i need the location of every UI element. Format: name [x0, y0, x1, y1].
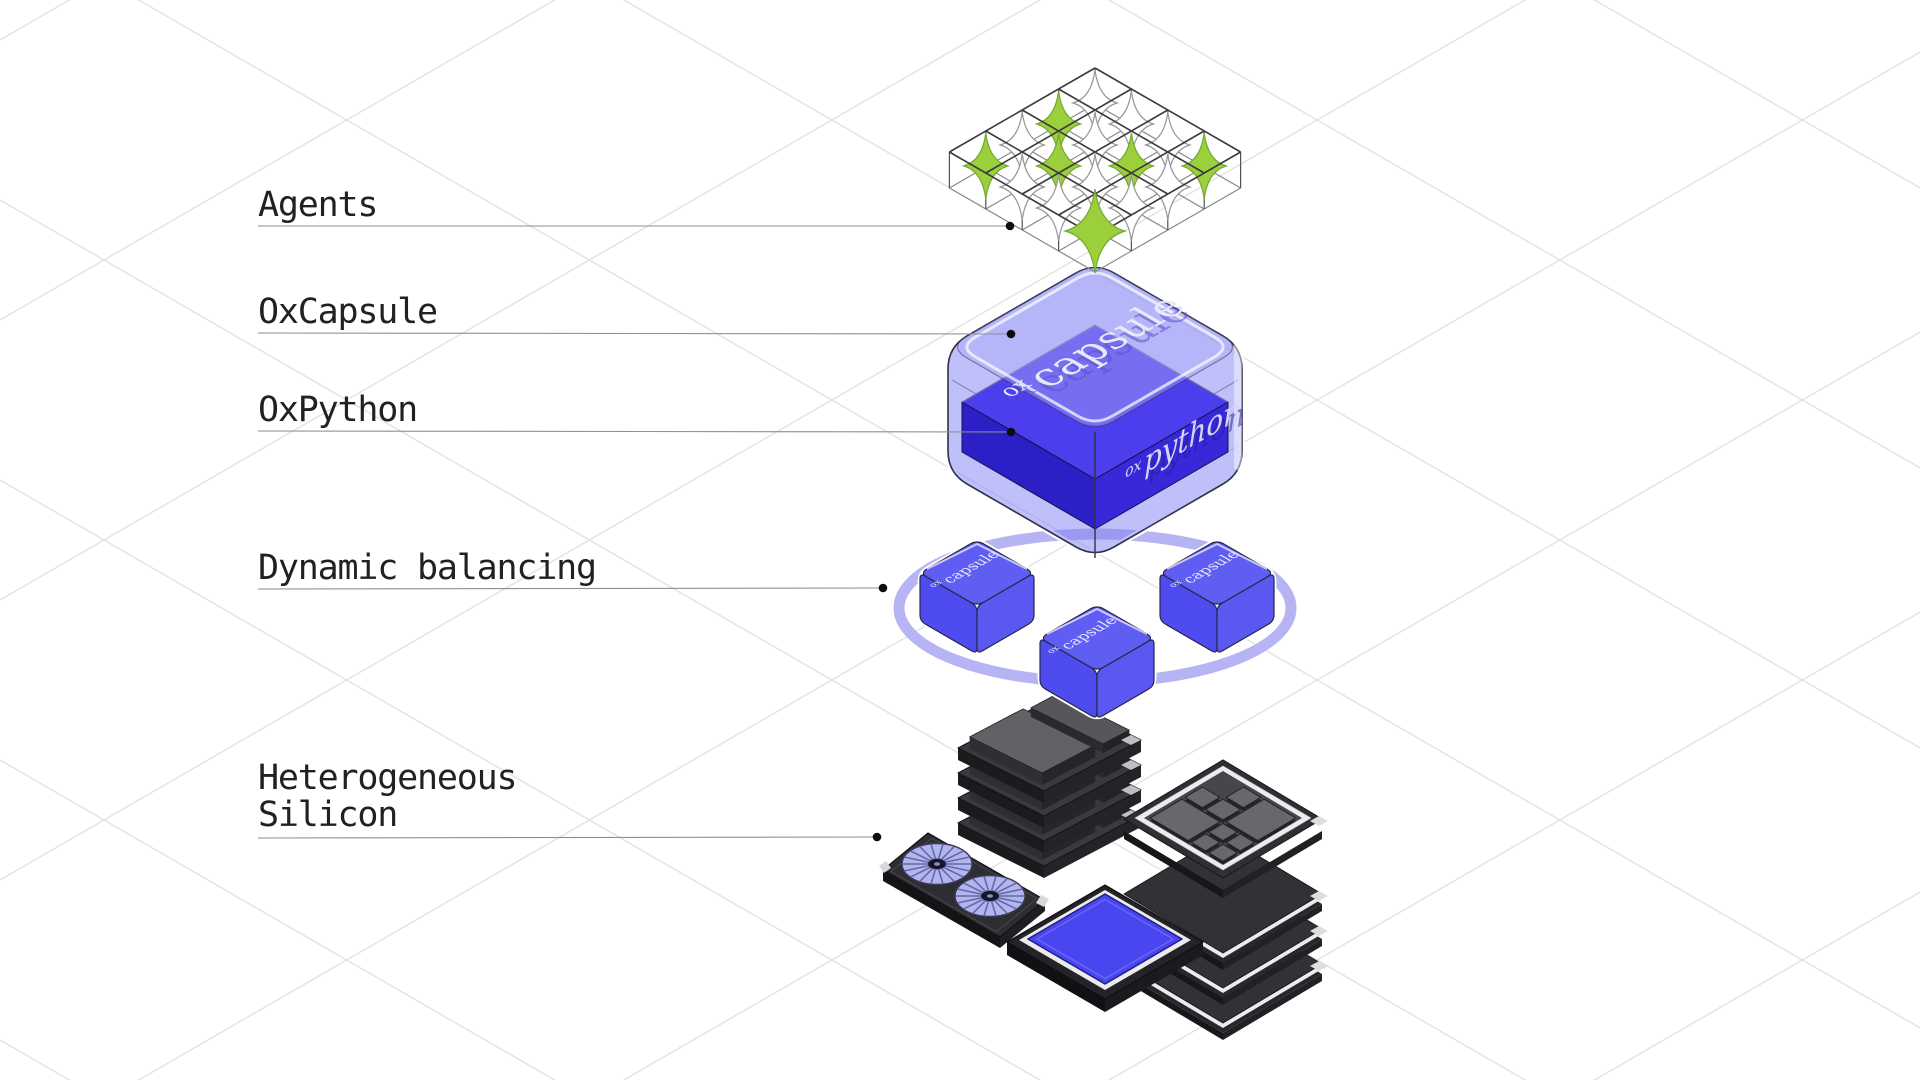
agents-grid [948, 67, 1242, 274]
agent-grid-line [985, 88, 1132, 174]
agent-sparkle-icon [1180, 132, 1229, 200]
callout-dot-oxcapsule [1006, 329, 1016, 339]
background-grid-line [1593, 0, 1920, 189]
balanced-capsule-cubes [917, 539, 1277, 720]
capsule-cube [917, 539, 1037, 655]
mini-capsule-prefix: ox [1045, 645, 1063, 655]
oxcapsule-glass-cube [945, 264, 1245, 558]
agent-sparkle-icon [1034, 174, 1083, 242]
background-grid-line [1107, 0, 1920, 469]
background-grid-line [0, 0, 556, 321]
callout-dot-agents [1005, 221, 1015, 231]
callout-line-heterogeneous-silicon [257, 836, 878, 839]
fan-icon [954, 874, 1026, 918]
background-grid-line [0, 479, 1042, 1080]
callout-line-dynamic-balancing [257, 587, 884, 590]
silicon-board [957, 693, 1142, 803]
chip [1225, 833, 1256, 852]
chip [1205, 798, 1241, 821]
chip [1225, 798, 1297, 842]
interposer-package [1006, 884, 1204, 1012]
label-oxcapsule: OxCapsule [258, 292, 437, 332]
layer-labels: Agents OxCapsule OxPython Dynamic balanc… [258, 185, 597, 835]
label-heterogeneous: Heterogeneous [258, 758, 516, 798]
callout-dot-dynamic-balancing [878, 583, 888, 593]
mini-capsule-prefix: ox [927, 579, 945, 589]
heterogeneous-silicon-layer [879, 693, 1328, 1040]
chip [1149, 798, 1221, 842]
agent-grid-line [1058, 130, 1205, 216]
chiplet-package [1123, 759, 1328, 898]
chip [1208, 823, 1238, 842]
chip [1184, 786, 1221, 809]
background-grid-line [0, 0, 1527, 881]
fan-icon [901, 842, 973, 886]
background-grid-line [0, 1039, 71, 1080]
python-prefix: ox [1125, 453, 1141, 481]
label-agents: Agents [258, 185, 377, 225]
gpu-fan-card [879, 832, 1049, 948]
chip [1190, 833, 1221, 852]
capsule-glass-glow [965, 271, 1225, 423]
callout-dot-oxpython [1006, 427, 1016, 437]
agent-sparkle-icon [1107, 174, 1156, 242]
label-silicon: Silicon [258, 795, 397, 835]
agent-grid-line [949, 67, 1096, 153]
background-grid-line [0, 0, 71, 41]
label-dynamic-balancing: Dynamic balancing [258, 548, 596, 588]
interposer-inner-line [1035, 898, 1175, 980]
background-grid-line [0, 759, 556, 1080]
agent-sparkle-icon [1062, 188, 1128, 274]
callout-lines [257, 221, 1016, 842]
background-grid-line [0, 0, 1042, 601]
background-grid-line [1593, 891, 1920, 1080]
background-grid-line [1107, 611, 1920, 1080]
chip [1225, 786, 1262, 809]
callout-line-oxcapsule [257, 332, 1012, 335]
callout-line-oxpython [257, 430, 1012, 433]
callout-dot-heterogeneous-silicon [872, 832, 882, 842]
mini-capsule-prefix: ox [1167, 579, 1185, 589]
agent-grid-line [1021, 109, 1169, 195]
label-oxpython: OxPython [258, 390, 417, 430]
agent-grid-line [1094, 151, 1241, 237]
capsule-right-sheen [1234, 342, 1242, 473]
agent-sparkle-icon [961, 132, 1010, 200]
capsule-cube [1037, 604, 1157, 720]
agent-sparkle-icon [998, 153, 1047, 221]
chip [1208, 843, 1238, 862]
agent-sparkle-icon [1143, 153, 1192, 221]
capsule-cube [1157, 539, 1277, 655]
